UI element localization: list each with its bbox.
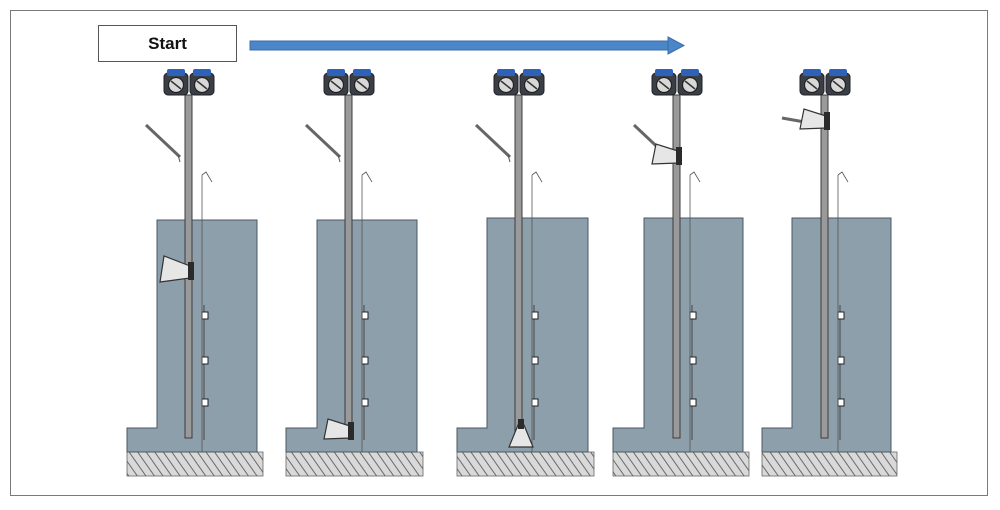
stage-3 — [456, 69, 595, 477]
pulley-assembly — [493, 69, 545, 96]
stage-2 — [285, 69, 424, 477]
ground-hatch — [285, 451, 424, 477]
ground-hatch — [456, 451, 595, 477]
start-label: Start — [98, 25, 237, 62]
cable-hook — [689, 171, 701, 183]
pulley-accent — [829, 69, 847, 76]
tool-clamp — [676, 147, 682, 165]
anchor-1 — [201, 311, 209, 320]
anchor-1 — [531, 311, 539, 320]
pulley-accent — [681, 69, 699, 76]
pulley-spoke — [330, 80, 342, 90]
tool-clamp — [188, 262, 194, 280]
tool-clamp — [824, 112, 830, 130]
ground-hatch — [761, 451, 898, 477]
ground-hatch — [612, 451, 750, 477]
support-arm-tip — [507, 154, 511, 163]
stage-5 — [761, 69, 898, 477]
cutting-tool — [159, 255, 194, 283]
pulley-accent — [167, 69, 185, 76]
pulley-spoke — [806, 80, 818, 90]
cable-hook — [361, 171, 373, 183]
support-arm — [304, 123, 342, 159]
cutting-tool — [508, 419, 534, 448]
stage-4 — [612, 69, 750, 477]
cable-hook — [201, 171, 213, 183]
tool-clamp — [348, 422, 354, 440]
stage-1 — [126, 69, 264, 477]
pulley-accent — [523, 69, 541, 76]
support-arm — [144, 123, 182, 159]
anchor-2 — [531, 356, 539, 365]
pulley-accent — [497, 69, 515, 76]
cable-hook — [531, 171, 543, 183]
pulley-accent — [803, 69, 821, 76]
tool-clamp — [518, 419, 524, 429]
drill-pipe — [514, 94, 523, 439]
anchor-2 — [837, 356, 845, 365]
cable-hook — [837, 171, 849, 183]
pulley-accent — [193, 69, 211, 76]
pulley-assembly — [163, 69, 215, 96]
drill-pipe — [344, 94, 353, 439]
ground-hatch — [126, 451, 264, 477]
cutting-tool — [799, 108, 830, 130]
pulley-spoke — [526, 80, 538, 90]
cutting-tool — [323, 418, 354, 440]
pulley-assembly — [799, 69, 851, 96]
pulley-accent — [655, 69, 673, 76]
anchor-3 — [361, 398, 369, 407]
support-arm — [474, 123, 512, 159]
anchor-2 — [689, 356, 697, 365]
progress-arrow — [249, 36, 686, 55]
cutting-tool — [651, 143, 682, 165]
pulley-spoke — [196, 80, 208, 90]
anchor-1 — [837, 311, 845, 320]
pulley-spoke — [658, 80, 670, 90]
support-arm-tip — [177, 154, 181, 163]
anchor-1 — [361, 311, 369, 320]
anchor-3 — [201, 398, 209, 407]
pulley-spoke — [170, 80, 182, 90]
anchor-2 — [361, 356, 369, 365]
drill-pipe — [672, 94, 681, 439]
pulley-assembly — [323, 69, 375, 96]
pulley-spoke — [684, 80, 696, 90]
drill-pipe — [820, 94, 829, 439]
pulley-assembly — [651, 69, 703, 96]
anchor-3 — [837, 398, 845, 407]
support-arm-tip — [337, 154, 341, 163]
pulley-spoke — [500, 80, 512, 90]
anchor-1 — [689, 311, 697, 320]
anchor-2 — [201, 356, 209, 365]
pulley-accent — [327, 69, 345, 76]
anchor-3 — [689, 398, 697, 407]
pulley-accent — [353, 69, 371, 76]
pulley-spoke — [356, 80, 368, 90]
anchor-3 — [531, 398, 539, 407]
pulley-spoke — [832, 80, 844, 90]
